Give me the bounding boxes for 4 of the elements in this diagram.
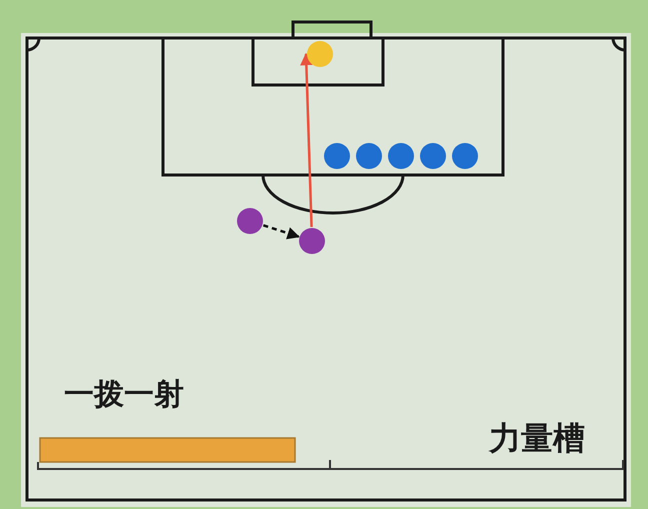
power-gauge-label: 力量槽 bbox=[489, 422, 585, 454]
pass-shoot-label: 一拨一射 bbox=[64, 380, 184, 410]
arrow bbox=[262, 224, 300, 240]
arrow bbox=[300, 52, 313, 228]
